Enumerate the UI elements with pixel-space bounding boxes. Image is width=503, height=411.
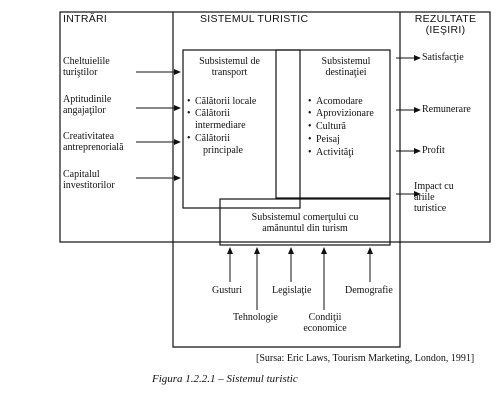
output-satisfaction: Satisfacţie [422,52,464,63]
env-legislatie: Legislaţie [272,285,312,296]
destination-item: Cultură [308,121,346,132]
header-system: SISTEMUL TURISTIC [200,13,309,25]
retail-box [219,198,391,246]
destination-item: Peisaj [308,134,340,145]
transport-item: Călătorii [187,108,230,119]
header-results-line1: REZULTATE [414,13,477,25]
destination-box [275,49,391,199]
transport-item-cont: principale [203,145,243,156]
env-demografie: Demografie [345,285,393,296]
source-note: [Sursa: Eric Laws, Tourism Marketing, Lo… [256,353,475,364]
env-tehnologie: Tehnologie [233,312,278,323]
transport-item-cont: intermediare [195,120,246,131]
transport-box [182,49,301,209]
transport-item: Călătorii locale [187,96,256,107]
header-results-line2: (IEŞIRI) [425,24,466,36]
destination-item: Activităţi [308,147,354,158]
header-inputs: INTRĂRI [63,13,108,25]
figure-caption: Figura 1.2.2.1 – Sistemul turistic [152,373,298,385]
outer-frame [59,11,491,243]
env-gusturi: Gusturi [212,285,242,296]
environment-box [172,242,401,348]
output-remuneration: Remunerare [422,104,471,115]
destination-item: Acomodare [308,96,363,107]
header-results: REZULTATE (IEŞIRI) [401,14,490,36]
transport-item: Călătorii [187,133,230,144]
output-profit: Profit [422,145,445,156]
destination-item: Aprovizionare [308,108,374,119]
